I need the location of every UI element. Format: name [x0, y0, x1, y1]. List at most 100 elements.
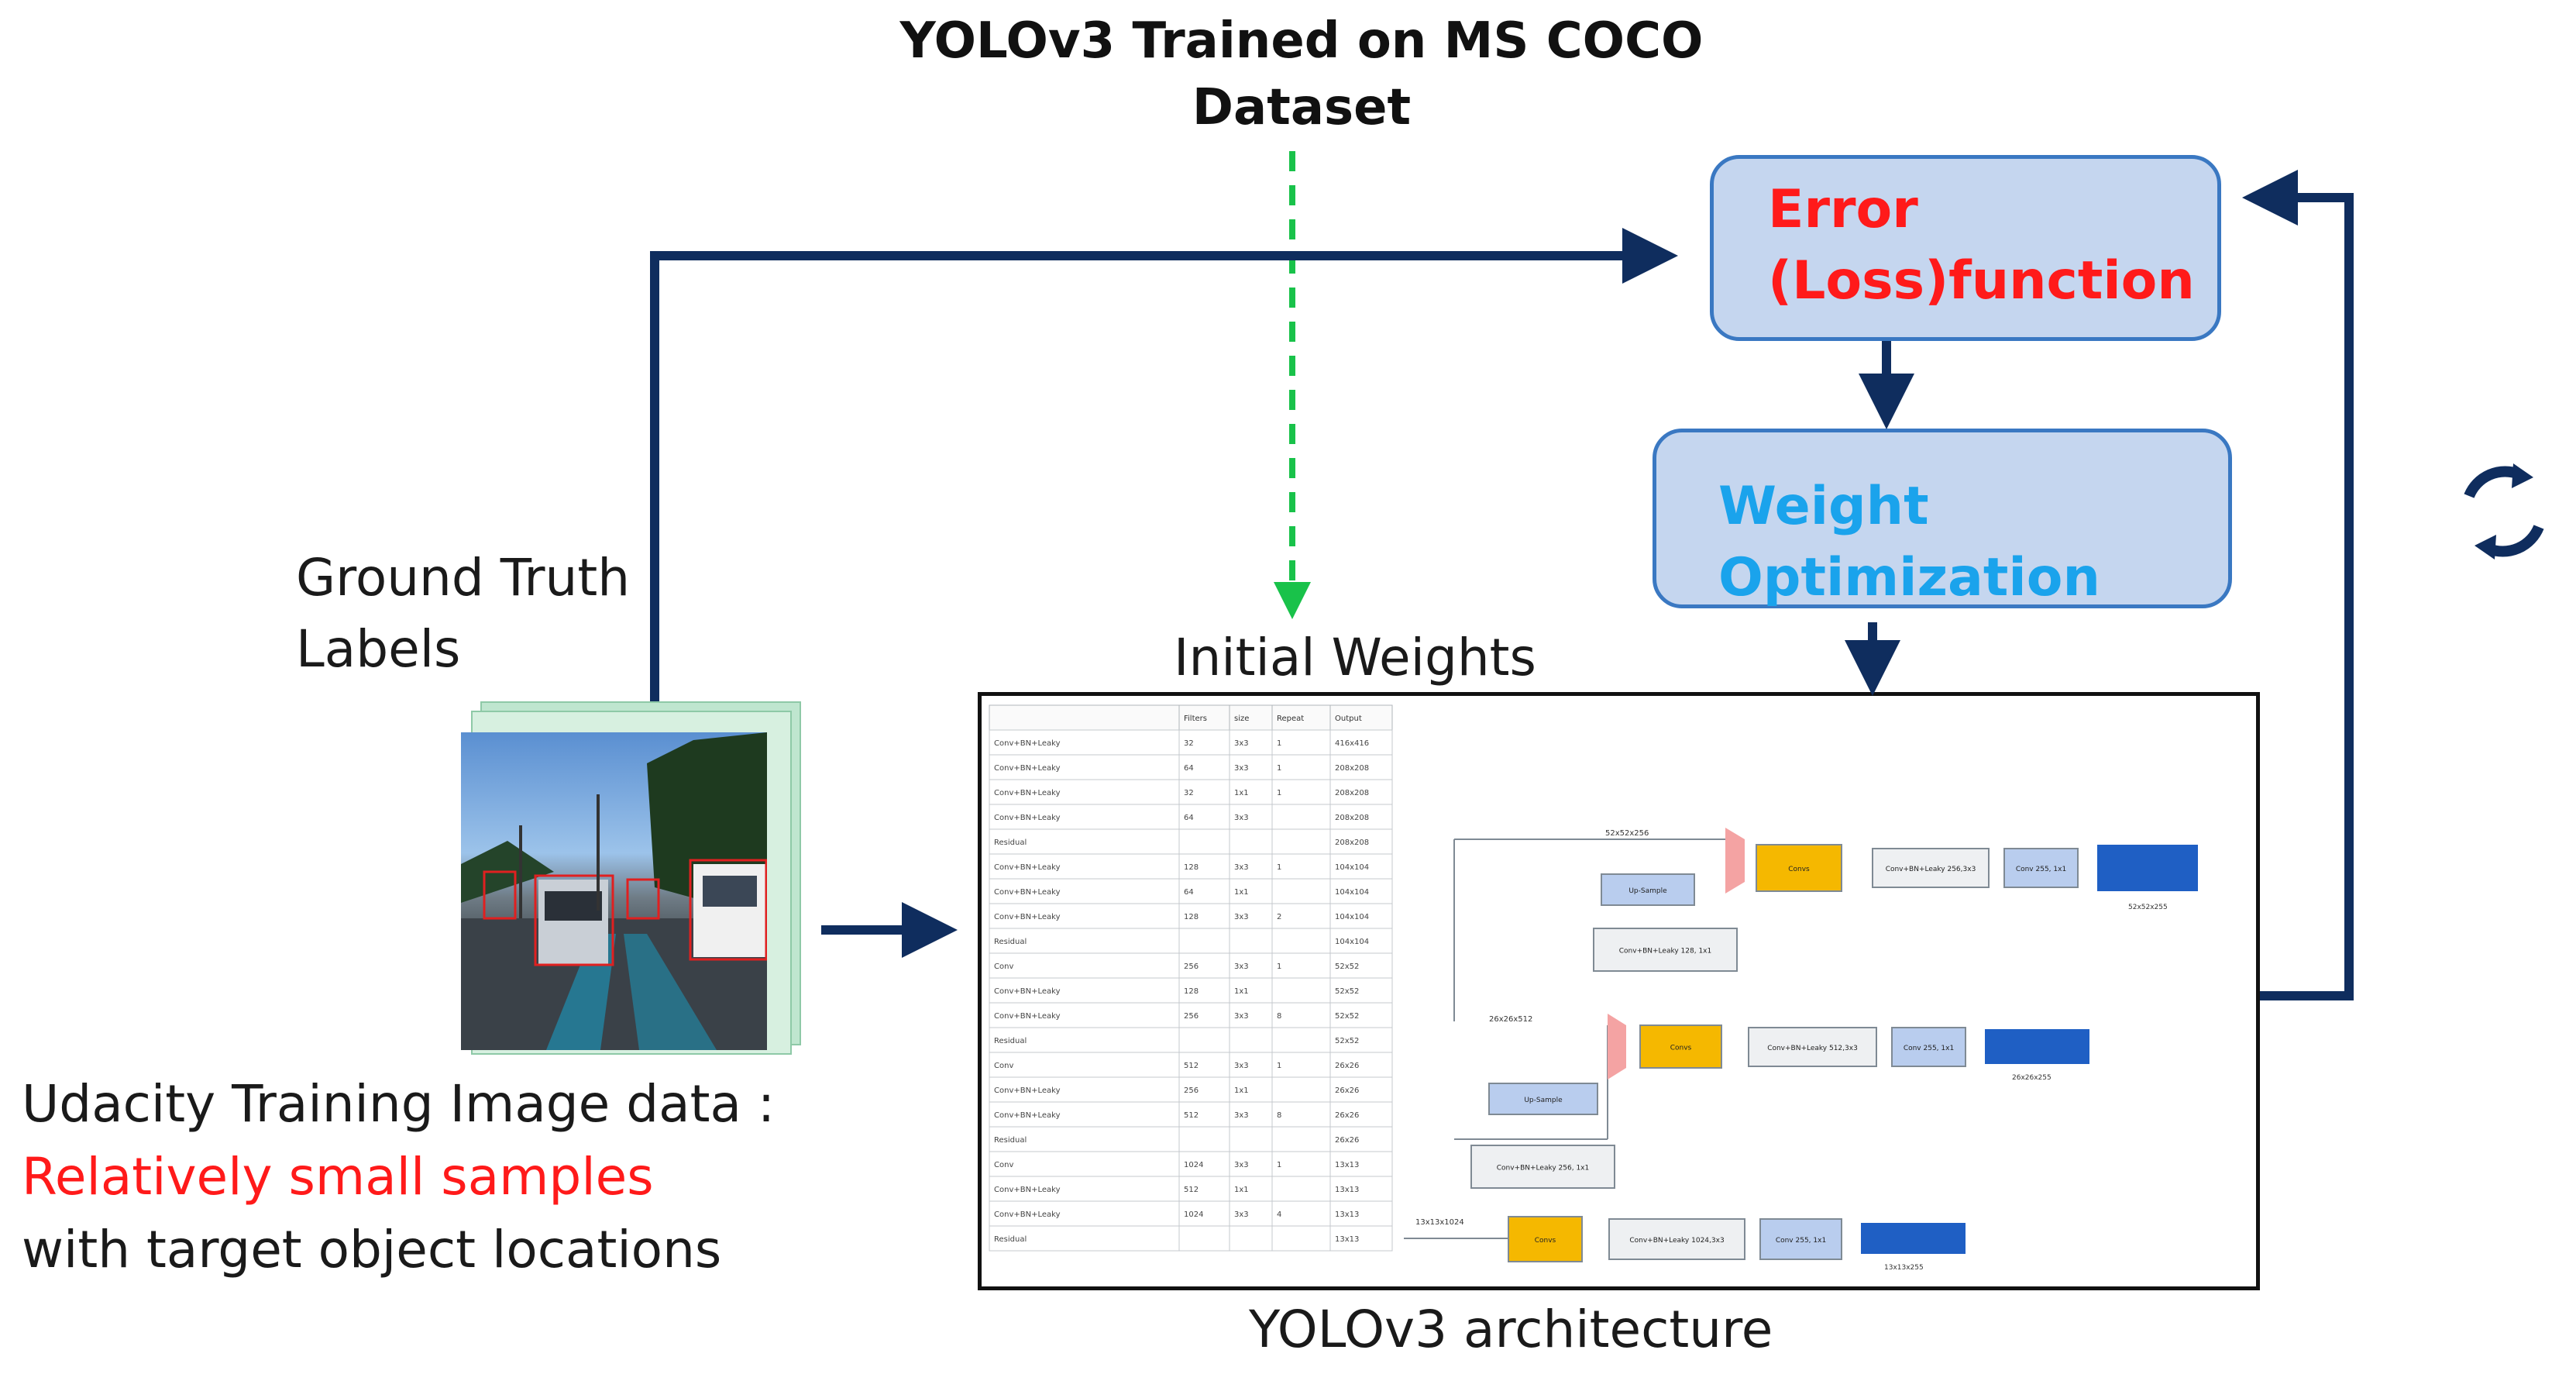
- table-cell-text: 3x3: [1234, 739, 1249, 748]
- table-cell-text: Conv+BN+Leaky: [994, 1111, 1061, 1120]
- table-cell-text: 3x3: [1234, 814, 1249, 822]
- table-cell-text: Residual: [994, 1136, 1027, 1145]
- table-cell: [989, 1151, 1180, 1177]
- branch1-output-tensor: [2097, 845, 2198, 891]
- table-cell: [1178, 1176, 1230, 1202]
- table-cell: [989, 754, 1180, 780]
- branch1-conv-out-text: Conv+BN+Leaky 256,3x3: [1886, 866, 1976, 873]
- training-image-photo: [461, 732, 767, 1050]
- table-cell: [1178, 828, 1230, 855]
- table-cell-text: 8: [1277, 1111, 1281, 1120]
- branch1-size-label: 52x52x256: [1605, 829, 1649, 838]
- table-cell-text: 13x13: [1335, 1161, 1359, 1169]
- branch2-conv-bn-text: Conv+BN+Leaky 256, 1x1: [1497, 1165, 1589, 1173]
- table-cell-text: 208x208: [1335, 789, 1369, 797]
- table-cell-text: 208x208: [1335, 764, 1369, 773]
- table-cell: [1329, 804, 1393, 830]
- table-cell-text: Residual: [994, 1037, 1027, 1045]
- output-to-error-feedback-arrow: [2242, 170, 2354, 1000]
- table-cell: [989, 1052, 1180, 1078]
- branch1-conv-bn-text: Conv+BN+Leaky 128, 1x1: [1619, 948, 1711, 956]
- table-cell: [989, 729, 1180, 756]
- table-cell: [1178, 903, 1230, 929]
- table-cell: [1271, 1076, 1331, 1103]
- branch3-convs: [1508, 1216, 1583, 1262]
- table-cell: [1271, 928, 1331, 954]
- branch2-output-label: 26x26x255: [2012, 1074, 2052, 1082]
- table-header-cell: [1229, 704, 1273, 731]
- table-cell: [989, 1176, 1180, 1202]
- ground-truth-line2: Labels: [296, 619, 461, 679]
- branch2-output-tensor: [1985, 1029, 2089, 1064]
- branch1-output-label: 52x52x255: [2128, 904, 2168, 911]
- table-header-text: Repeat: [1277, 715, 1304, 723]
- branch1-conv-final: [2003, 848, 2079, 888]
- table-cell-text: 1: [1277, 863, 1281, 872]
- table-cell: [1229, 928, 1273, 954]
- training-image-stack: [457, 701, 806, 1058]
- initial-weights-label: Initial Weights: [1174, 628, 1536, 687]
- table-cell-text: 13x13: [1335, 1235, 1359, 1244]
- table-cell-text: 52x52: [1335, 1037, 1359, 1045]
- yolo-coco-source-label: YOLOv3 Trained on MS COCO Dataset: [837, 8, 1766, 141]
- table-cell: [1271, 828, 1331, 855]
- table-cell-text: 416x416: [1335, 739, 1369, 748]
- table-cell-text: 26x26: [1335, 1136, 1359, 1145]
- table-cell-text: 256: [1184, 1086, 1199, 1095]
- table-cell-text: 1: [1277, 1161, 1281, 1169]
- table-cell-text: Conv+BN+Leaky: [994, 888, 1061, 897]
- table-cell: [1329, 1002, 1393, 1028]
- table-cell-text: Conv+BN+Leaky: [994, 987, 1061, 996]
- branch2-upsample: [1488, 1083, 1598, 1115]
- table-cell-text: 64: [1184, 888, 1194, 897]
- table-cell: [1178, 754, 1230, 780]
- table-cell: [1178, 1076, 1230, 1103]
- table-header-cell: [989, 704, 1180, 731]
- table-cell-text: Conv+BN+Leaky: [994, 1210, 1061, 1219]
- branch1-convs: [1756, 844, 1842, 892]
- table-cell: [989, 903, 1180, 929]
- branch2-conv-final-text: Conv 255, 1x1: [1904, 1045, 1954, 1052]
- error-box-line1: Error: [1768, 179, 1918, 240]
- table-cell: [1329, 952, 1393, 979]
- table-header-cell: [1271, 704, 1331, 731]
- table-cell: [1329, 1101, 1393, 1128]
- table-cell: [1229, 828, 1273, 855]
- table-cell-text: 256: [1184, 1012, 1199, 1021]
- table-cell-text: Conv+BN+Leaky: [994, 814, 1061, 822]
- table-cell: [1271, 1126, 1331, 1152]
- table-cell-text: 3x3: [1234, 962, 1249, 971]
- branch1-upsample-text: Up-Sample: [1628, 887, 1667, 895]
- table-cell-text: 1024: [1184, 1161, 1203, 1169]
- yolov3-architecture-caption: YOLOv3 architecture: [1249, 1300, 1773, 1359]
- table-cell-text: 13x13: [1335, 1186, 1359, 1194]
- branch3-output-label: 13x13x255: [1884, 1264, 1924, 1272]
- table-cell: [1329, 1052, 1393, 1078]
- ground-truth-line1: Ground Truth: [296, 548, 631, 608]
- branch2-upsample-text: Up-Sample: [1524, 1097, 1563, 1104]
- table-header-cell: [1178, 704, 1230, 731]
- branch2-conv-out-text: Conv+BN+Leaky 512,3x3: [1767, 1045, 1858, 1052]
- branch1-conv-final-text: Conv 255, 1x1: [2016, 866, 2066, 873]
- table-cell-text: 1x1: [1234, 888, 1249, 897]
- table-cell: [1271, 1176, 1331, 1202]
- table-cell: [1178, 1200, 1230, 1227]
- table-cell-text: 64: [1184, 764, 1194, 773]
- table-cell: [1271, 903, 1331, 929]
- table-cell: [1271, 1101, 1331, 1128]
- table-cell: [1229, 1027, 1273, 1053]
- table-cell-text: 3x3: [1234, 1062, 1249, 1070]
- branch3-conv-final: [1759, 1218, 1842, 1260]
- table-cell-text: 1: [1277, 739, 1281, 748]
- table-cell-text: 3x3: [1234, 1210, 1249, 1219]
- branch3-size-label: 13x13x1024: [1415, 1218, 1464, 1227]
- table-cell: [1178, 729, 1230, 756]
- table-cell-text: 26x26: [1335, 1111, 1359, 1120]
- table-cell: [1329, 828, 1393, 855]
- table-cell: [989, 1200, 1180, 1227]
- table-cell-text: 512: [1184, 1111, 1199, 1120]
- table-cell-text: Residual: [994, 839, 1027, 847]
- table-cell-text: Conv+BN+Leaky: [994, 1012, 1061, 1021]
- optim-box-line1: Weight: [1718, 476, 1929, 537]
